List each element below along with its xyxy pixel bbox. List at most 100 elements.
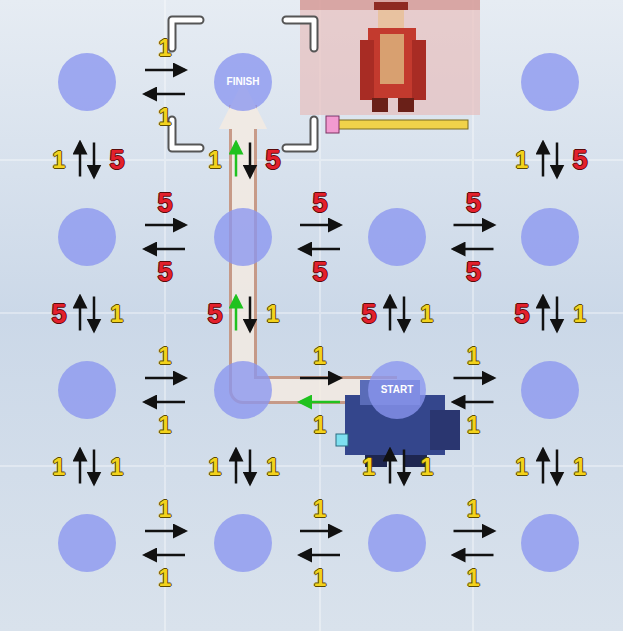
move-arrow: [454, 377, 494, 380]
move-arrow: [403, 450, 406, 484]
move-arrow: [542, 143, 545, 177]
node-label: START: [381, 385, 414, 395]
move-cost: 1: [111, 455, 124, 478]
move-arrow: [556, 450, 559, 484]
move-cost: 1: [467, 414, 480, 437]
move-arrow: [93, 450, 96, 484]
move-arrow: [300, 248, 340, 251]
move-cost: 1: [467, 498, 480, 521]
move-arrow: [542, 450, 545, 484]
move-cost: 1: [159, 498, 172, 521]
move-cost: 1: [314, 414, 327, 437]
move-cost: 5: [514, 300, 529, 327]
move-arrow: [389, 450, 392, 484]
move-cost: 5: [51, 300, 66, 327]
move-cost: 5: [572, 146, 587, 173]
move-cost: 1: [159, 37, 172, 60]
move-cost: 1: [516, 148, 529, 171]
move-arrow: [300, 554, 340, 557]
move-arrow: [454, 401, 494, 404]
move-cost: 1: [516, 455, 529, 478]
move-arrow: [145, 554, 185, 557]
move-arrows: [80, 70, 557, 555]
move-arrow: [249, 143, 252, 177]
move-cost: 1: [314, 345, 327, 368]
move-arrow: [93, 297, 96, 331]
move-cost: 1: [574, 455, 587, 478]
move-cost: 5: [466, 259, 481, 286]
move-arrow: [542, 297, 545, 331]
move-cost: 5: [361, 300, 376, 327]
move-cost: 1: [209, 148, 222, 171]
move-cost: 1: [159, 106, 172, 129]
start-node: START: [368, 361, 426, 419]
move-arrow: [300, 401, 340, 404]
move-cost: 1: [363, 455, 376, 478]
move-arrow: [235, 297, 238, 331]
move-cost: 1: [314, 567, 327, 590]
move-cost: 1: [159, 567, 172, 590]
move-cost: 5: [109, 146, 124, 173]
move-arrow: [145, 69, 185, 72]
move-arrow: [235, 143, 238, 177]
move-arrow: [145, 93, 185, 96]
move-arrow: [300, 530, 340, 533]
move-cost: 1: [467, 567, 480, 590]
blue-unit-sprite: [336, 380, 460, 467]
move-cost: 1: [267, 302, 280, 325]
move-arrow: [79, 297, 82, 331]
move-cost: 1: [209, 455, 222, 478]
move-arrow: [454, 224, 494, 227]
move-cost: 5: [466, 190, 481, 217]
move-cost: 1: [267, 455, 280, 478]
finish-node: FINISH: [214, 53, 272, 111]
move-arrow: [145, 248, 185, 251]
move-arrow: [403, 297, 406, 331]
move-arrow: [454, 530, 494, 533]
move-cost: 1: [53, 455, 66, 478]
move-arrow: [389, 297, 392, 331]
move-cost: 5: [265, 146, 280, 173]
move-arrow: [454, 554, 494, 557]
move-arrow: [79, 143, 82, 177]
move-cost: 1: [421, 455, 434, 478]
move-cost: 1: [111, 302, 124, 325]
move-arrow: [145, 377, 185, 380]
wall-tiles: [300, 0, 480, 115]
move-arrow: [249, 297, 252, 331]
move-cost: 1: [53, 148, 66, 171]
move-arrow: [145, 224, 185, 227]
move-arrow: [454, 248, 494, 251]
move-arrow: [235, 450, 238, 484]
move-cost: 5: [157, 190, 172, 217]
red-knight-sprite: [326, 2, 468, 133]
node-label: FINISH: [227, 77, 260, 87]
move-arrow: [93, 143, 96, 177]
move-arrow: [556, 297, 559, 331]
move-cost: 1: [467, 345, 480, 368]
move-cost: 1: [421, 302, 434, 325]
move-cost: 5: [312, 259, 327, 286]
grid-circles: [58, 53, 579, 572]
move-arrow: [249, 450, 252, 484]
cursor-bracket: [172, 20, 314, 148]
move-cost: 1: [574, 302, 587, 325]
move-arrow: [145, 530, 185, 533]
move-arrow: [300, 224, 340, 227]
move-cost: 5: [157, 259, 172, 286]
move-arrow: [556, 143, 559, 177]
move-arrow: [145, 401, 185, 404]
move-cost: 5: [207, 300, 222, 327]
move-arrow: [79, 450, 82, 484]
move-cost: 1: [159, 414, 172, 437]
move-cost: 1: [314, 498, 327, 521]
move-arrow: [300, 377, 340, 380]
move-cost: 5: [312, 190, 327, 217]
move-cost: 1: [159, 345, 172, 368]
